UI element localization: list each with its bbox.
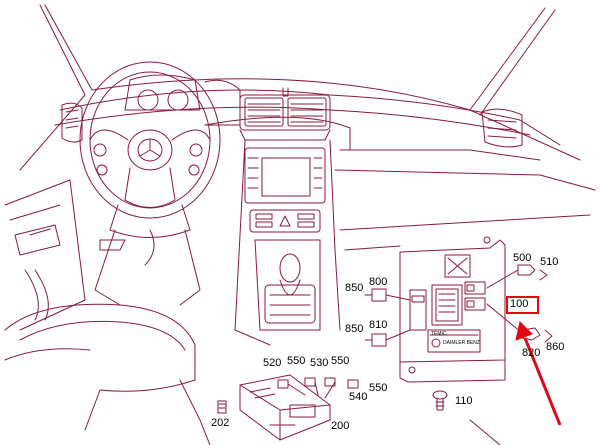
callout-510: 510 <box>540 256 559 268</box>
callout-540: 540 <box>349 391 368 403</box>
passenger-dash <box>334 169 596 445</box>
highlight-box-100 <box>506 296 539 314</box>
steering-column <box>94 229 201 306</box>
driver-seat <box>4 303 211 445</box>
callout-110: 110 <box>455 395 473 407</box>
lower-module-200 <box>239 374 359 441</box>
instrument-cluster <box>124 74 241 126</box>
callout-860: 860 <box>546 341 565 353</box>
callout-550-a: 550 <box>287 355 306 367</box>
connector-500 <box>486 264 536 289</box>
callout-520: 520 <box>263 357 282 369</box>
control-module <box>399 236 506 383</box>
module-brand-label: TEMIC <box>431 331 447 337</box>
left-air-vent <box>61 102 83 143</box>
callout-850-upper: 850 <box>345 282 364 294</box>
highlight-arrow <box>515 321 562 426</box>
fuse-202 <box>217 400 227 414</box>
center-vents <box>239 87 331 141</box>
connector-810 <box>364 329 411 347</box>
left-door-panel <box>4 179 86 331</box>
center-screen <box>244 147 326 204</box>
right-air-vent <box>481 108 523 148</box>
callout-850-lower: 850 <box>345 323 364 335</box>
climate-panel <box>249 209 321 233</box>
callout-202: 202 <box>211 417 230 429</box>
callout-550-b: 550 <box>331 355 350 367</box>
callout-810: 810 <box>369 319 388 331</box>
callout-800: 800 <box>369 276 388 288</box>
connector-510 <box>539 269 548 281</box>
callout-200: 200 <box>331 420 350 432</box>
bolt-110 <box>432 390 448 411</box>
dashboard-top <box>54 89 561 161</box>
module-maker-label: DAIMLER BENZ <box>443 340 480 346</box>
steering-wheel <box>79 61 221 238</box>
connector-860 <box>544 329 553 343</box>
callout-100: 100 <box>510 298 529 310</box>
callout-500: 500 <box>513 252 532 264</box>
callout-550-c: 550 <box>369 382 388 394</box>
center-console <box>234 139 341 346</box>
callout-530: 530 <box>310 357 329 369</box>
callout-820: 820 <box>522 347 541 359</box>
connector-800 <box>364 288 411 302</box>
